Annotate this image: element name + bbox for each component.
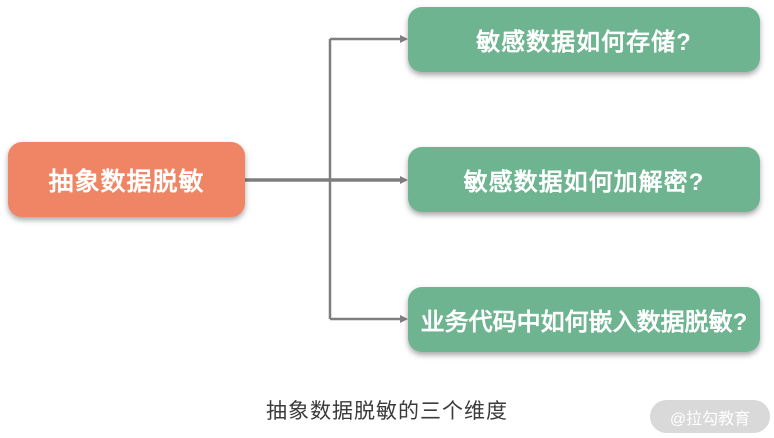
node-branch-storage-label: 敏感数据如何存储? — [476, 29, 692, 56]
watermark-badge: @拉勾教育 — [650, 400, 770, 433]
node-branch-encryption: 敏感数据如何加解密? — [408, 147, 760, 212]
node-branch-embedding-label: 业务代码中如何嵌入数据脱敏? — [420, 309, 748, 336]
node-branch-encryption-label: 敏感数据如何加解密? — [463, 169, 705, 196]
node-root-label: 抽象数据脱敏 — [48, 167, 205, 196]
watermark-label: @拉勾教育 — [669, 410, 751, 428]
node-root-abstract-data-masking: 抽象数据脱敏 — [8, 142, 245, 217]
node-branch-embedding: 业务代码中如何嵌入数据脱敏? — [408, 287, 760, 352]
diagram-caption: 抽象数据脱敏的三个维度 — [266, 400, 508, 423]
node-branch-storage: 敏感数据如何存储? — [408, 7, 760, 72]
